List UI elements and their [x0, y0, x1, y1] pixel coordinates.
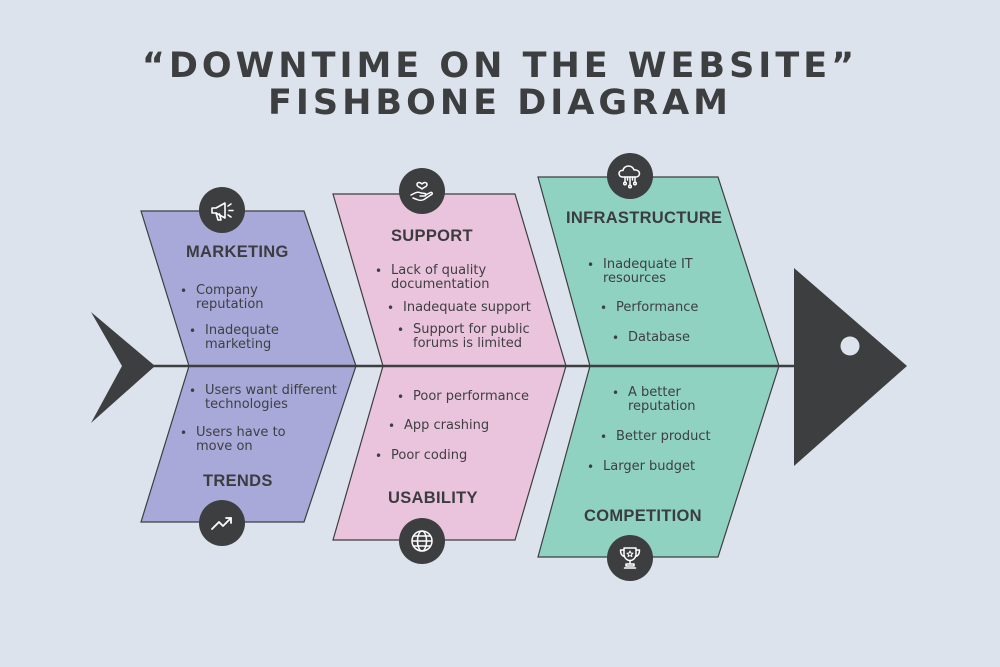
megaphone-icon: [199, 187, 245, 233]
fish-head: [794, 268, 907, 466]
list-item: Inadequate support: [387, 301, 531, 316]
heart-hand-icon: [399, 168, 445, 214]
fish-eye: [840, 336, 860, 356]
diagram-title-line1: “DOWNTIME ON THE WEBSITE”: [141, 46, 859, 86]
list-item: Larger budget: [587, 460, 698, 475]
usability-list: Poor performance App crashing Poor codin…: [375, 390, 529, 464]
infrastructure-heading: INFRASTRUCTURE: [566, 209, 723, 227]
list-item: App crashing: [388, 419, 520, 434]
support-heading: SUPPORT: [391, 227, 473, 245]
diagram-title-line2: FISHBONE DIAGRAM: [267, 83, 732, 123]
competition-heading: COMPETITION: [584, 507, 702, 525]
trend-up-icon: [199, 500, 245, 546]
trophy-icon: [607, 535, 653, 581]
cloud-network-icon: [607, 153, 653, 199]
list-item: Performance: [600, 301, 706, 316]
list-item: Poor performance: [397, 390, 529, 405]
trends-heading: TRENDS: [203, 472, 273, 490]
fish-tail: [91, 312, 155, 423]
list-item: Database: [612, 331, 718, 346]
list-item: Better product: [600, 430, 711, 445]
list-item: Poor coding: [375, 449, 507, 464]
globe-icon: [399, 518, 445, 564]
usability-heading: USABILITY: [388, 489, 478, 507]
marketing-heading: MARKETING: [186, 243, 289, 261]
